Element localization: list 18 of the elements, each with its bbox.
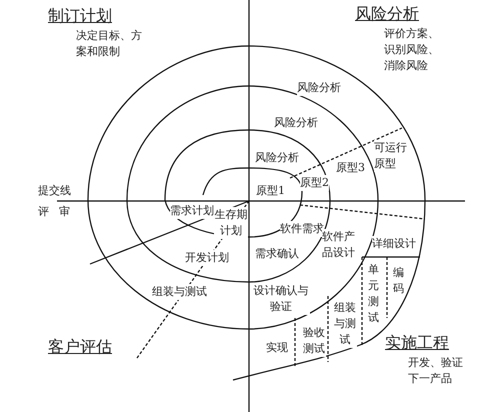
phase-label: 组装与测试 xyxy=(333,300,357,348)
phase-label: 提交线 xyxy=(38,183,71,199)
phase-label: 设计确认与验证 xyxy=(252,283,310,315)
phase-label: 风险分析 xyxy=(297,80,341,96)
phase-label: 需求计划 xyxy=(170,203,214,219)
phase-label: 软件需求 xyxy=(280,221,324,237)
phase-label: 可运行原型 xyxy=(374,140,408,172)
section-heading: 制订计划 xyxy=(48,6,112,26)
phase-label: 验收测试 xyxy=(302,325,326,357)
phase-label: 开发计划 xyxy=(185,250,229,266)
section-heading: 实施工程 xyxy=(385,333,449,353)
phase-label: 生存期计划 xyxy=(214,207,248,239)
section-heading: 风险分析 xyxy=(355,4,419,24)
section-heading: 客户评估 xyxy=(48,337,112,357)
phase-label: 需求确认 xyxy=(255,246,299,262)
phase-label: 原型2 xyxy=(300,175,329,191)
phase-label: 组装与测试 xyxy=(152,284,207,300)
quadrant-note: 决定目标、方案和限制 xyxy=(76,28,143,60)
